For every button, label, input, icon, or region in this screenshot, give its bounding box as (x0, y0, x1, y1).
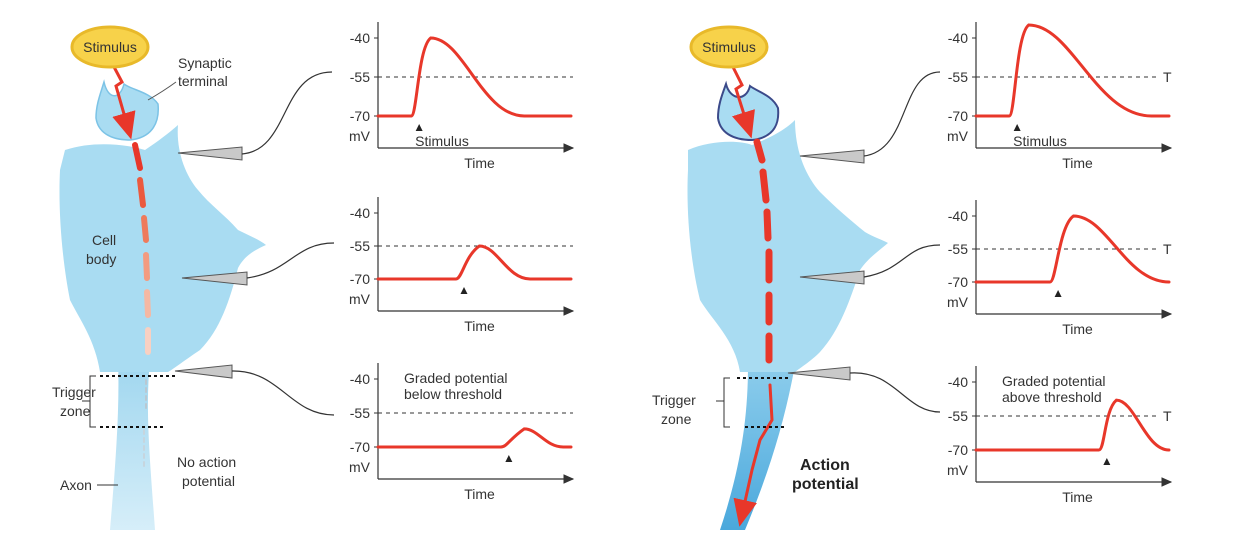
y-tick-label: -40 (948, 30, 968, 46)
left-neuron: Stimulus Synaptic terminal Cell body Tri… (52, 25, 267, 530)
y-tick-label: -40 (948, 374, 968, 390)
left-cell-body (59, 125, 267, 372)
y-unit-label: mV (349, 291, 371, 307)
stimulus-marker (1013, 124, 1021, 131)
y-tick-label: -55 (948, 408, 968, 424)
right-electrode-3 (787, 366, 851, 381)
membrane-potential-trace (974, 214, 1171, 284)
graphs: -40-55-70mVTimeStimulus-40-55-70mVTime-4… (349, 22, 1173, 505)
y-tick-label: -70 (350, 439, 370, 455)
synaptic-terminal-leader (147, 81, 177, 101)
right-electrode-2 (799, 270, 865, 285)
left-stimulus-oval (70, 25, 150, 69)
left-axon (110, 360, 155, 530)
threshold-marker: T (1163, 69, 1172, 85)
graph-annotation: Stimulus (415, 133, 469, 149)
stimulus-marker (460, 287, 468, 294)
y-tick-label: -55 (350, 238, 370, 254)
membrane-potential-trace (376, 244, 573, 281)
stimulus-marker (1054, 290, 1062, 297)
stimulus-marker (1103, 458, 1111, 465)
membrane-potential-trace (974, 398, 1171, 452)
left-graph-1: -40 -55 -70 mV Time Stimulus (349, 22, 575, 171)
graph-annotation: Graded potential (1002, 373, 1106, 389)
graph-annotation: above threshold (1002, 389, 1102, 405)
left-signal-arrows (111, 63, 151, 471)
right-synaptic-terminal (716, 80, 780, 142)
membrane-potential-trace (376, 36, 573, 118)
left-electrode-1 (177, 146, 243, 161)
stimulus-marker (505, 455, 513, 462)
y-tick-label: -70 (350, 271, 370, 287)
right-neuron: Stimulus Trigger zone Action potential (652, 25, 888, 530)
right-signal-arrows (731, 65, 774, 527)
cell-body-label: Cell body (86, 232, 120, 267)
y-tick-label: -55 (350, 69, 370, 85)
y-tick-label: -40 (350, 205, 370, 221)
y-tick-label: -40 (350, 371, 370, 387)
left-synaptic-terminal (95, 79, 159, 141)
graph-annotation: Graded potential (404, 370, 508, 386)
right-stimulus-label: Stimulus (702, 39, 756, 55)
left-trigger-zone-label: Trigger zone (52, 384, 100, 419)
left-outcome-label: No action potential (177, 454, 240, 489)
y-tick-label: -40 (948, 208, 968, 224)
right-cell-body (687, 120, 888, 372)
y-unit-label: mV (947, 128, 969, 144)
y-tick-label: -40 (350, 30, 370, 46)
y-tick-label: -70 (948, 274, 968, 290)
right-trigger-zone-label: Trigger zone (652, 392, 700, 427)
y-unit-label: mV (349, 459, 371, 475)
right-graph-1: -40 -55 -70 TmV Time Stimulus (947, 22, 1173, 171)
action-potential-arrow (733, 383, 774, 527)
graph-annotation: below threshold (404, 386, 502, 402)
y-tick-label: -70 (350, 108, 370, 124)
y-tick-label: -55 (350, 405, 370, 421)
left-graph-2: -40 -55 -70 mV Time (349, 197, 575, 334)
right-graph-2: -40 -55 -70 TmV Time (947, 200, 1173, 337)
x-axis-label: Time (1062, 321, 1093, 337)
y-unit-label: mV (947, 294, 969, 310)
right-electrode-1 (799, 149, 865, 164)
membrane-potential-trace (974, 23, 1171, 118)
y-tick-label: -55 (948, 241, 968, 257)
right-stimulus-arrow (731, 65, 755, 139)
left-trigger-bracket (82, 375, 96, 428)
left-stimulus-label: Stimulus (83, 39, 137, 55)
threshold-marker: T (1163, 408, 1172, 424)
left-stimulus-arrow (111, 63, 136, 140)
stimulus-marker (415, 124, 423, 131)
threshold-marker: T (1163, 241, 1172, 257)
graph-annotation: Stimulus (1013, 133, 1067, 149)
synaptic-terminal-label: Synaptic terminal (178, 55, 236, 89)
y-tick-label: -70 (948, 442, 968, 458)
y-tick-label: -55 (948, 69, 968, 85)
left-electrodes (174, 71, 335, 416)
right-trigger-bracket (716, 377, 730, 428)
x-axis-label: Time (1062, 155, 1093, 171)
right-outcome-label: Action potential (792, 457, 859, 493)
membrane-potential-trace (376, 427, 573, 449)
left-electrode-2 (181, 271, 248, 286)
right-stimulus-oval (689, 25, 769, 69)
left-electrode-3 (174, 364, 233, 379)
y-tick-label: -70 (948, 108, 968, 124)
x-axis-label: Time (464, 486, 495, 502)
x-axis-label: Time (464, 318, 495, 334)
y-unit-label: mV (947, 462, 969, 478)
x-axis-label: Time (464, 155, 495, 171)
right-electrodes (787, 71, 941, 413)
y-unit-label: mV (349, 128, 371, 144)
axon-label: Axon (60, 477, 92, 493)
x-axis-label: Time (1062, 489, 1093, 505)
